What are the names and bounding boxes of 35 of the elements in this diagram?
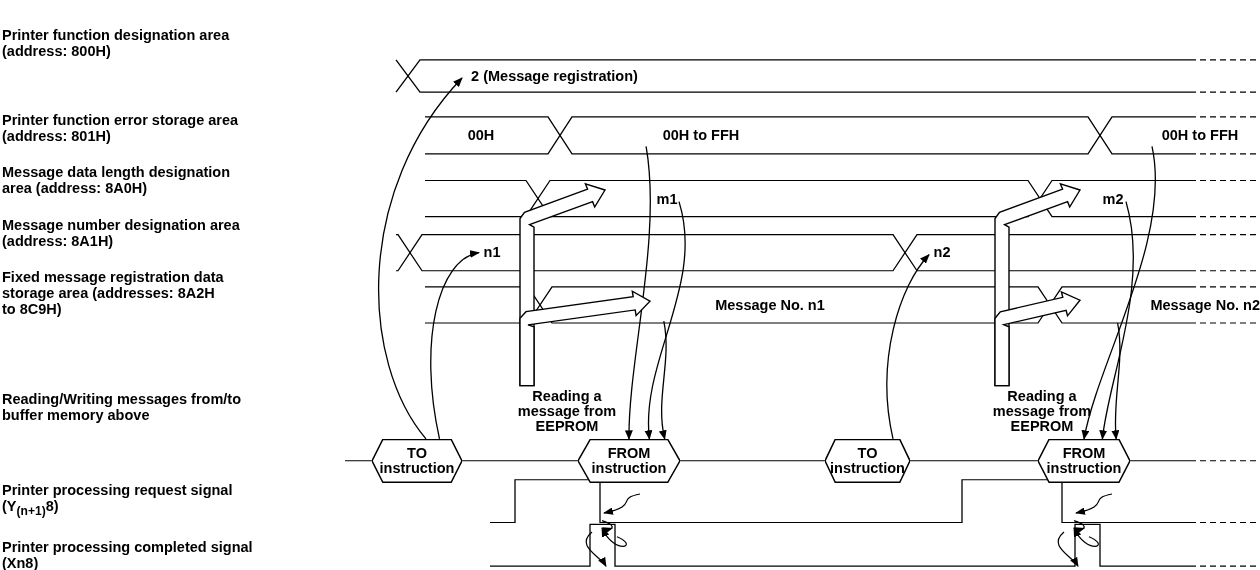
bus-value: Message No. n2 (1082, 288, 1260, 323)
bus-value: Message No. n1 (652, 289, 888, 322)
bus-value: n2 (929, 242, 955, 264)
instruction-hexagon: TO instruction (372, 438, 462, 483)
bus-value: 00H (455, 125, 507, 147)
instruction-hexagon: FROM instruction (1038, 438, 1130, 483)
annotation-text: Reading a message from EEPROM (990, 387, 1094, 436)
arrow (430, 251, 480, 440)
arrow (645, 200, 686, 440)
signal-name: Printer processing completed signal (Xn8) (2, 538, 254, 570)
bus-value: 2 (Message registration) (462, 66, 647, 88)
bus-value: 00H to FFH (640, 125, 762, 147)
signal-name: Printer function designation area (address: 800H) (2, 26, 231, 59)
signal-name: Fixed message registration data storage area (addresses: 8A2H to 8C9H) (2, 268, 225, 317)
arrow (625, 145, 651, 440)
signal-name: Message data length designation area (address: 8A0H) (2, 164, 231, 197)
signal-name: Printer processing request signal (Y$_{(n+1)}$8) (2, 481, 234, 519)
signal-name: Printer function error storage area (address: 801H) (2, 112, 240, 145)
bus-value: m1 (655, 189, 679, 210)
bus-value: m2 (1100, 189, 1126, 210)
signal-name: Message number designation area (address: 8A1H) (2, 216, 241, 249)
bus-value: 00H to FFH (1140, 125, 1260, 147)
arrow (1111, 322, 1121, 440)
instruction-hexagon: FROM instruction (578, 438, 680, 483)
arrow (378, 77, 463, 440)
annotation-text: Reading a message from EEPROM (515, 387, 619, 436)
block-arrow (994, 290, 1082, 387)
bus-value: n1 (479, 242, 505, 264)
instruction-hexagon: TO instruction (825, 438, 910, 483)
arrow (886, 254, 930, 440)
block-arrow (519, 289, 652, 387)
signal-name: Reading/Writing messages from/to buffer memory above (2, 391, 243, 424)
arrow (1082, 145, 1156, 440)
arrow (659, 320, 667, 440)
arrow (1099, 200, 1134, 440)
